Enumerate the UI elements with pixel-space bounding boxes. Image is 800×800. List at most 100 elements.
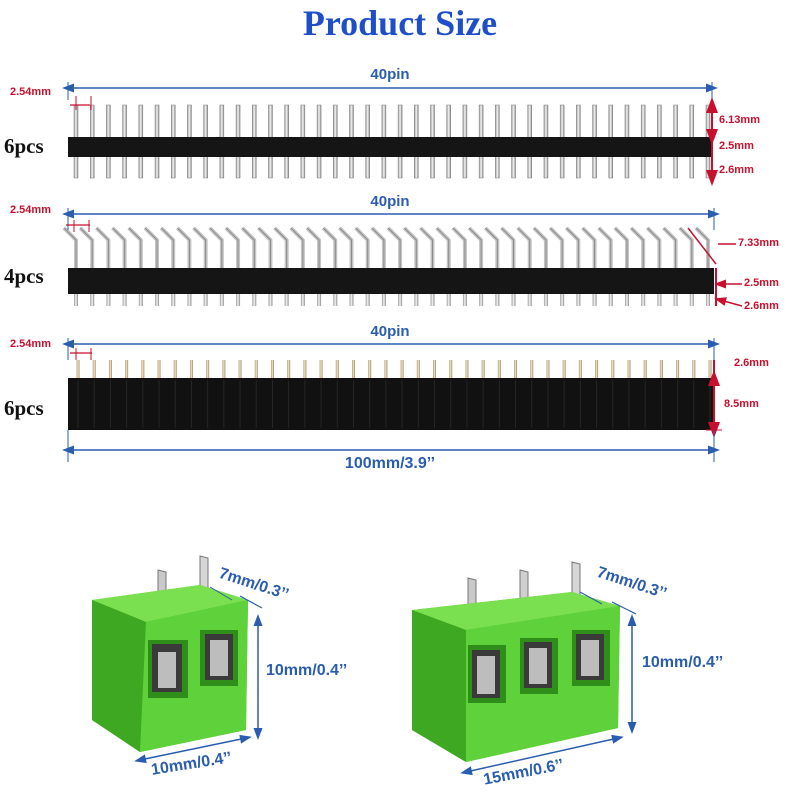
bent-pin-edge [290, 227, 304, 270]
header1-pitch: 2.54mm [10, 86, 51, 98]
straight-pin-header [62, 82, 718, 186]
pin-tail [527, 294, 532, 306]
socket-pin [643, 360, 647, 378]
socket-pin [206, 360, 210, 378]
bent-pin-edge [306, 227, 320, 270]
pin-tail [576, 294, 581, 306]
bent-pin-edge [679, 227, 693, 270]
header1-pin-height: 6.13mm [719, 114, 760, 126]
pin-tail [317, 294, 322, 306]
pin-tail [706, 294, 710, 306]
bent-pin-edge [193, 227, 207, 270]
bent-pin-edge [355, 227, 369, 270]
socket-pin [416, 360, 420, 378]
total-length: 100mm/3.9’’ [344, 455, 436, 472]
socket-pin [708, 360, 712, 378]
header2-body [68, 268, 714, 294]
pin-tail [284, 294, 289, 306]
header3-pin-count: 40pin [370, 323, 410, 340]
bent-pin-edge [533, 227, 547, 270]
socket-pin [676, 360, 680, 378]
socket-pin [238, 360, 242, 378]
bent-pin-edge [258, 227, 271, 270]
socket-pin [627, 360, 631, 378]
bent-pin-edge [484, 227, 498, 270]
pin-tail [252, 294, 257, 306]
header2-body-height: 2.5mm [744, 277, 779, 289]
header3-pitch: 2.54mm [10, 338, 51, 350]
bent-pin-edge [144, 227, 158, 270]
pin-tail [414, 294, 419, 306]
header3-quantity: 6pcs [4, 396, 44, 420]
socket-pin [222, 360, 226, 378]
pin-tail [430, 294, 435, 306]
pin-tail [689, 294, 694, 306]
bent-pin-edge [647, 227, 660, 270]
socket-pin [497, 360, 501, 378]
bent-pin-edge [566, 227, 579, 270]
socket-pin [449, 360, 453, 378]
bent-pin-edge [371, 227, 385, 270]
pin-tail [543, 294, 548, 306]
bent-pin-edge [517, 227, 531, 270]
bent-pin-edge [403, 227, 417, 270]
bent-pin-edge [96, 227, 109, 270]
socket-pin [173, 360, 177, 378]
header2-tail-length: 2.6mm [744, 300, 779, 312]
pin-tail [90, 294, 95, 306]
socket-pin [270, 360, 274, 378]
pin-tail [122, 294, 127, 306]
terminal3-height: 10mm/0.4’’ [642, 654, 724, 671]
header3-pins [76, 360, 712, 378]
pin-tail [495, 294, 500, 306]
bent-pin-edge [274, 227, 288, 270]
bent-pin-edge [225, 227, 239, 270]
socket-pin [595, 360, 599, 378]
socket-pin [562, 360, 566, 378]
bent-pin-edge [436, 227, 450, 270]
header1-tail-length: 2.6mm [719, 164, 754, 176]
terminal-block-2pin [92, 555, 263, 764]
bent-pin-edge [160, 227, 174, 270]
bent-pin-edge [177, 227, 190, 270]
bent-pin-edge [598, 227, 612, 270]
socket-pin [514, 360, 518, 378]
pin-tail [268, 294, 273, 306]
bent-pin-edge [128, 227, 142, 270]
socket-pin [384, 360, 388, 378]
header1-pin-count: 40pin [370, 66, 410, 83]
pin-tail [560, 294, 565, 306]
bent-pin-edge [695, 227, 709, 270]
bent-pin-edge [630, 227, 644, 270]
socket-pin [400, 360, 404, 378]
socket-pin [546, 360, 550, 378]
socket-pin [108, 360, 112, 378]
socket-pin [659, 360, 663, 378]
pin-tail [381, 294, 386, 306]
socket-pin [76, 360, 80, 378]
bent-pin-edge [209, 227, 223, 270]
pin-tail [511, 294, 516, 306]
socket-pin [141, 360, 145, 378]
socket-pin [465, 360, 469, 378]
bent-pin-edge [420, 227, 434, 270]
socket-pin [189, 360, 193, 378]
pin-tail [479, 294, 484, 306]
female-socket-header [62, 338, 722, 462]
socket-pin [692, 360, 696, 378]
socket-pin [303, 360, 307, 378]
bent-pin-edge [63, 227, 77, 270]
bent-pin-edge [614, 227, 628, 270]
socket-pin [157, 360, 161, 378]
header2-lower-pins [74, 294, 710, 306]
socket-pin [287, 360, 291, 378]
terminal2-height: 10mm/0.4’’ [266, 662, 348, 679]
pin-tail [365, 294, 370, 306]
pin-tail [300, 294, 305, 306]
pin-tail [641, 294, 646, 306]
bent-pin-edge [339, 227, 352, 270]
bent-pin-edge [322, 227, 336, 270]
pin-tail [608, 294, 613, 306]
pin-tail [236, 294, 241, 306]
